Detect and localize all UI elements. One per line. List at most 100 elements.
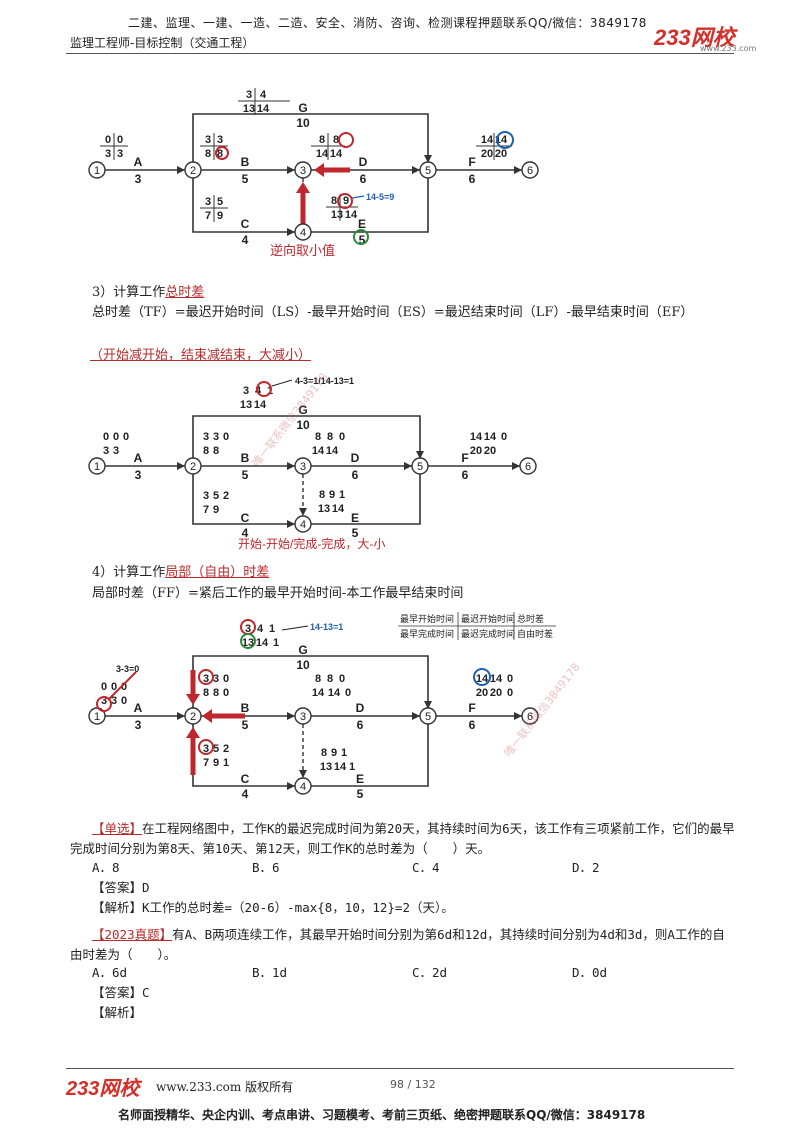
footer-logo: 233网校 bbox=[66, 1078, 140, 1100]
svg-text:14: 14 bbox=[256, 637, 269, 649]
reverse-arrow-red bbox=[296, 163, 350, 225]
section-3-title-link[interactable]: 总时差 bbox=[165, 285, 205, 300]
svg-text:8: 8 bbox=[321, 747, 327, 759]
svg-text:6: 6 bbox=[462, 468, 469, 482]
svg-text:1: 1 bbox=[223, 757, 229, 769]
svg-text:1: 1 bbox=[94, 711, 100, 723]
svg-text:0: 0 bbox=[339, 673, 345, 685]
svg-text:2: 2 bbox=[223, 490, 229, 502]
q2-option-d[interactable]: D．0d bbox=[572, 965, 608, 980]
svg-text:0: 0 bbox=[101, 681, 107, 693]
brand-logo-url: www.233.com bbox=[700, 44, 757, 53]
svg-text:14: 14 bbox=[330, 148, 343, 160]
svg-text:0: 0 bbox=[223, 687, 229, 699]
node-6: 6 bbox=[527, 165, 533, 177]
section-4-formula: 局部时差（FF）=紧后工作的最早开始时间-本工作最早结束时间 bbox=[92, 586, 464, 601]
svg-text:14: 14 bbox=[326, 445, 339, 457]
svg-text:5: 5 bbox=[242, 468, 249, 482]
svg-text:2: 2 bbox=[190, 461, 196, 473]
highlight-circle-b bbox=[198, 669, 214, 685]
svg-text:8: 8 bbox=[327, 673, 333, 685]
question-1: 【单选】在工程网络图中，工作K的最迟完成时间为第20天，其持续时间为6天，该工作… bbox=[70, 821, 735, 856]
svg-text:8: 8 bbox=[315, 431, 321, 443]
activity-duration-g: 10 bbox=[296, 116, 310, 130]
svg-text:D: D bbox=[356, 701, 365, 715]
svg-text:3: 3 bbox=[101, 695, 107, 707]
svg-text:3: 3 bbox=[243, 385, 249, 397]
highlight-circle-e bbox=[337, 193, 353, 209]
svg-text:最迟完成时间: 最迟完成时间 bbox=[461, 628, 515, 639]
svg-text:E: E bbox=[351, 511, 359, 525]
svg-text:6: 6 bbox=[352, 468, 359, 482]
svg-text:5: 5 bbox=[242, 718, 249, 732]
svg-text:3: 3 bbox=[203, 743, 209, 755]
svg-text:0: 0 bbox=[223, 673, 229, 685]
svg-text:E: E bbox=[356, 772, 364, 786]
svg-text:C: C bbox=[241, 772, 250, 786]
svg-text:4: 4 bbox=[255, 385, 262, 397]
svg-text:13: 13 bbox=[318, 503, 330, 515]
svg-text:4: 4 bbox=[300, 519, 306, 531]
svg-text:20: 20 bbox=[484, 445, 496, 457]
q1-option-a[interactable]: A．8 bbox=[92, 860, 120, 875]
svg-text:3: 3 bbox=[246, 89, 252, 101]
note-reverse-min: 逆向取小值 bbox=[270, 243, 335, 258]
svg-text:14: 14 bbox=[484, 431, 497, 443]
svg-text:3: 3 bbox=[217, 134, 223, 146]
svg-text:5: 5 bbox=[357, 787, 364, 801]
svg-text:7: 7 bbox=[203, 757, 209, 769]
svg-text:自由时差: 自由时差 bbox=[517, 628, 553, 639]
svg-text:3: 3 bbox=[300, 461, 306, 473]
svg-text:14: 14 bbox=[334, 761, 347, 773]
svg-text:B: B bbox=[241, 451, 250, 465]
q2-analysis: 【解析】 bbox=[92, 1005, 143, 1020]
svg-text:14: 14 bbox=[476, 673, 489, 685]
q1-answer: 【答案】D bbox=[92, 880, 150, 895]
svg-text:13: 13 bbox=[331, 209, 343, 221]
svg-text:20: 20 bbox=[495, 148, 507, 160]
svg-text:14: 14 bbox=[328, 687, 341, 699]
annotation-g-float: 4-3=1/14-13=1 bbox=[295, 376, 354, 386]
svg-text:最迟开始时间: 最迟开始时间 bbox=[461, 613, 515, 624]
annotation-14-5: 14-5=9 bbox=[366, 192, 394, 202]
q2-option-b[interactable]: B．1d bbox=[252, 965, 288, 980]
svg-text:5: 5 bbox=[213, 743, 219, 755]
question-1-tag: 【单选】 bbox=[92, 821, 143, 836]
svg-text:3: 3 bbox=[203, 490, 209, 502]
q2-option-a[interactable]: A．6d bbox=[92, 965, 128, 980]
section-4-title-link[interactable]: 局部（自由）时差 bbox=[165, 565, 270, 580]
activity-duration-a: 3 bbox=[135, 172, 142, 186]
node-2: 2 bbox=[190, 165, 196, 177]
svg-text:20: 20 bbox=[490, 687, 502, 699]
annotation-a-free: 3-3=0 bbox=[116, 664, 139, 674]
q1-option-d[interactable]: D．2 bbox=[572, 860, 600, 875]
section-3-mnemonic: （开始减开始，结束减结束，大减小） bbox=[90, 348, 312, 363]
svg-text:3: 3 bbox=[105, 148, 111, 160]
q1-option-c[interactable]: C．4 bbox=[412, 860, 440, 875]
svg-text:8: 8 bbox=[213, 445, 219, 457]
svg-text:F: F bbox=[461, 451, 468, 465]
svg-text:13: 13 bbox=[243, 103, 255, 115]
svg-text:13: 13 bbox=[320, 761, 332, 773]
svg-text:0: 0 bbox=[501, 431, 507, 443]
brand-logo: 233网校 bbox=[654, 25, 735, 50]
footer-copyright[interactable]: www.233.com 版权所有 bbox=[156, 1080, 294, 1094]
activity-name-a: A bbox=[134, 155, 143, 169]
q2-option-c[interactable]: C．2d bbox=[412, 965, 448, 980]
header-subtitle: 监理工程师-目标控制（交通工程） bbox=[70, 36, 255, 50]
activity-name-g: G bbox=[298, 101, 307, 115]
svg-text:A: A bbox=[134, 701, 143, 715]
svg-text:0: 0 bbox=[121, 681, 127, 693]
svg-text:9: 9 bbox=[213, 757, 219, 769]
highlight-circle-f bbox=[473, 668, 491, 686]
q1-option-b[interactable]: B．6 bbox=[252, 860, 280, 875]
svg-text:1: 1 bbox=[269, 623, 275, 635]
